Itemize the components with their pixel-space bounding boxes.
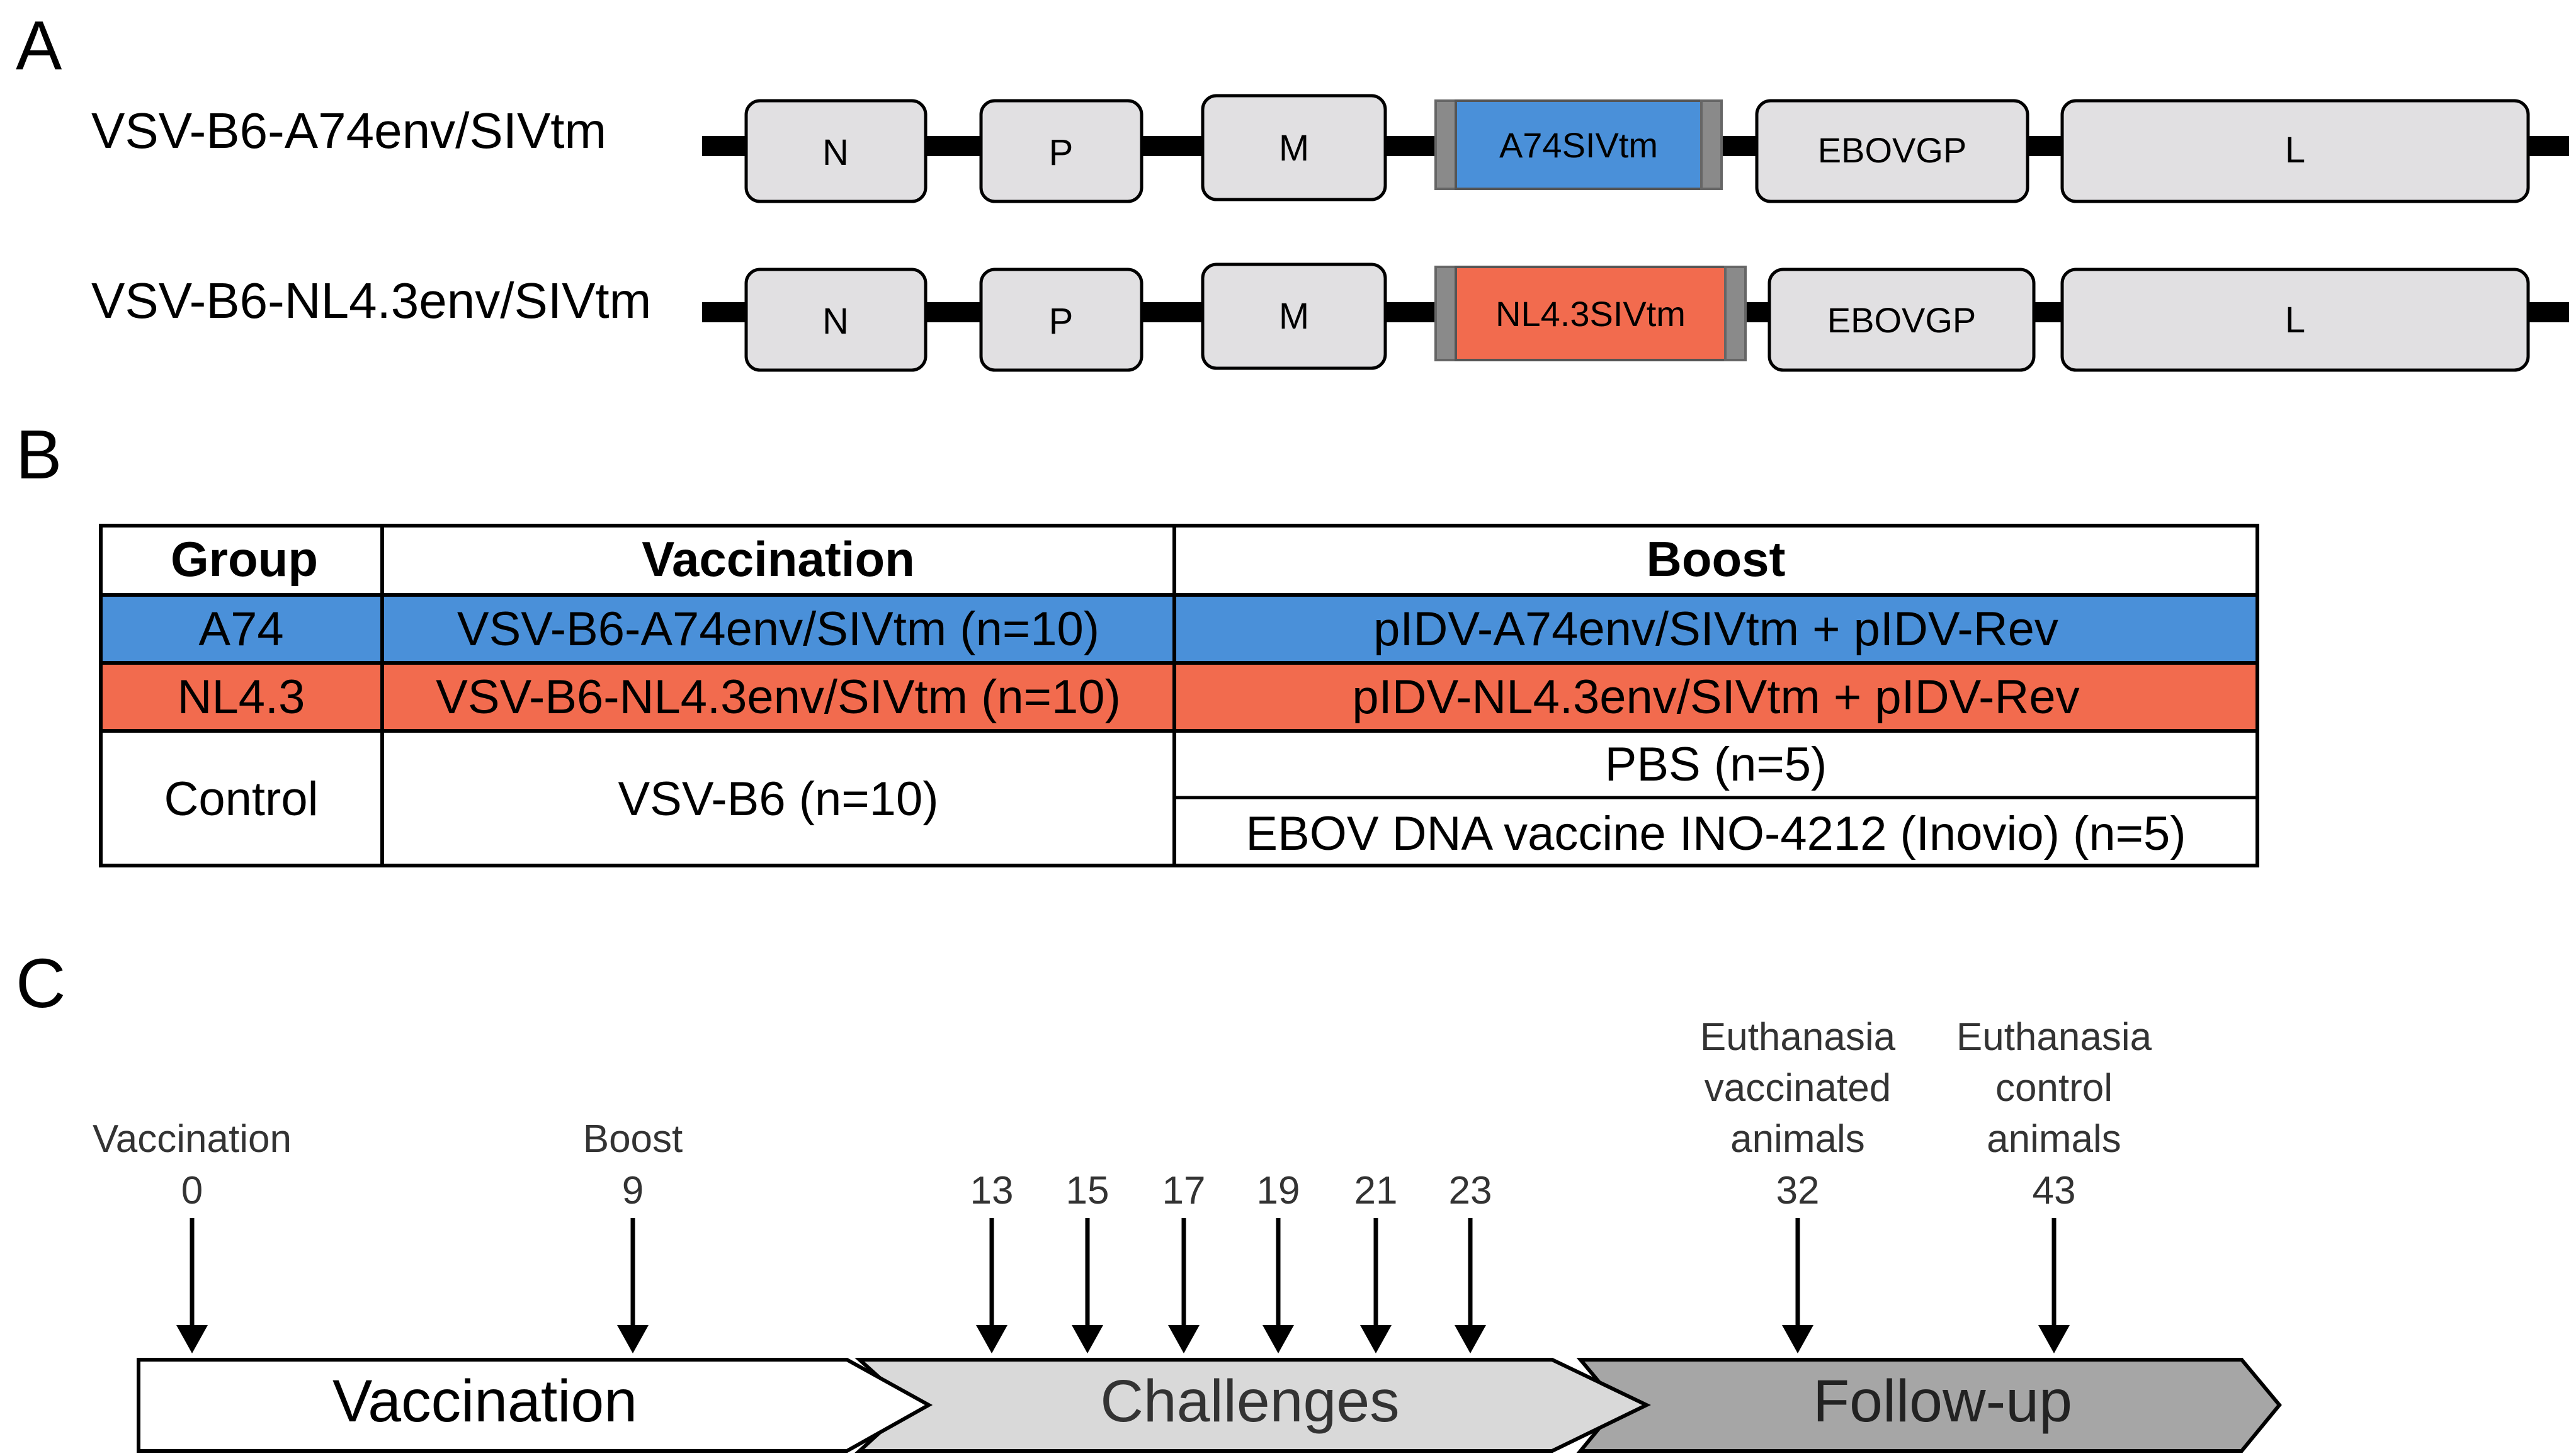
event-day: 0: [181, 1169, 203, 1212]
groups-table: Group Vaccination Boost A74 VSV-B6-A74en…: [99, 524, 2259, 867]
timeline-event-day-19: 19: [1257, 1169, 1300, 1353]
event-arrow-head: [617, 1325, 649, 1353]
gene-p-label: P: [1049, 301, 1074, 342]
event-arrow-head: [1782, 1325, 1813, 1353]
event-label-line-2: vaccinated: [1705, 1066, 1891, 1110]
gene-ebovgp-label: EBOVGP: [1818, 130, 1967, 170]
event-day: 17: [1162, 1169, 1206, 1212]
timeline-event-day-9: Boost 9: [583, 1117, 683, 1353]
timeline-event-day-13: 13: [970, 1169, 1014, 1353]
table-border: [99, 524, 2259, 867]
timeline-event-day-32: Euthanasia vaccinated animals 32: [1700, 1015, 1896, 1353]
gene-m-label: M: [1279, 128, 1309, 169]
gene-l-label: L: [2285, 130, 2305, 171]
event-arrow-head: [2038, 1325, 2070, 1353]
event-label: Vaccination: [93, 1117, 292, 1161]
timeline-events: Vaccination 0 Boost 9 13 15 17: [93, 1015, 2152, 1353]
event-arrow-head: [1360, 1325, 1392, 1353]
phase-challenges-label: Challenges: [1100, 1368, 1399, 1435]
table-cell-vaccination-control: VSV-B6 (n=10): [618, 772, 938, 826]
table-cell-group-a74: A74: [198, 602, 283, 656]
gene-n: [744, 99, 928, 203]
table-cell-group-nl43: NL4.3: [178, 670, 305, 724]
timeline-event-day-43: Euthanasia control animals 43: [1956, 1015, 2152, 1353]
event-day: 9: [622, 1169, 644, 1212]
gene-n-label: N: [822, 301, 849, 342]
timeline-event-day-15: 15: [1066, 1169, 1109, 1353]
phase-vaccination-label: Vaccination: [332, 1368, 637, 1435]
gene-p: [979, 99, 1143, 203]
table-cell-boost-control-ebov: EBOV DNA vaccine INO-4212 (Inovio) (n=5): [1245, 807, 2186, 861]
table-cell-vaccination-a74: VSV-B6-A74env/SIVtm (n=10): [457, 602, 1099, 656]
event-label-line-3: animals: [1730, 1117, 1865, 1161]
gene-ebovgp: [1755, 99, 2029, 203]
table-header-boost: Boost: [1647, 531, 1786, 587]
gene-l: [2060, 99, 2530, 203]
table-cell-group-control: Control: [164, 772, 319, 826]
construct-nl43-name: VSV-B6-NL4.3env/SIVtm: [91, 273, 651, 329]
event-day: 13: [970, 1169, 1014, 1212]
event-day: 15: [1066, 1169, 1109, 1212]
insert-a74-cap-right: [1700, 99, 1723, 190]
insert-nl43-label: NL4.3SIVtm: [1495, 294, 1686, 334]
gene-n-label: N: [822, 132, 849, 173]
event-label: Boost: [583, 1117, 683, 1161]
gene-n: [744, 268, 928, 372]
insert-a74: [1455, 99, 1703, 190]
panel-a-label: A: [16, 7, 62, 84]
gene-ebovgp: [1767, 268, 2036, 372]
phase-vaccination-arrow: [137, 1358, 933, 1453]
timeline-event-day-21: 21: [1354, 1169, 1398, 1353]
event-day: 21: [1354, 1169, 1398, 1212]
insert-a74-cap-left: [1434, 99, 1457, 190]
gene-p: [979, 268, 1143, 372]
table-cell-vaccination-nl43: VSV-B6-NL4.3env/SIVtm (n=10): [436, 670, 1121, 724]
panel-b-label: B: [16, 416, 62, 494]
event-day: 43: [2033, 1169, 2076, 1212]
insert-nl43-cap-left: [1434, 266, 1457, 361]
event-label-line-3: animals: [1987, 1117, 2121, 1161]
event-day: 19: [1257, 1169, 1300, 1212]
event-arrow-head: [976, 1325, 1007, 1353]
construct-nl43: VSV-B6-NL4.3env/SIVtm N P M NL4.3SIVtm E…: [91, 262, 2569, 372]
table-header-vaccination: Vaccination: [642, 531, 915, 587]
gene-l-label: L: [2285, 300, 2305, 341]
construct-a74: VSV-B6-A74env/SIVtm N P M A74SIVtm EBOVG…: [91, 94, 2569, 203]
event-label-line-1: Euthanasia: [1700, 1015, 1896, 1059]
event-arrow-head: [1262, 1325, 1294, 1353]
event-arrow-head: [1072, 1325, 1103, 1353]
insert-nl43-cap-right: [1724, 266, 1747, 361]
construct-a74-name: VSV-B6-A74env/SIVtm: [91, 103, 606, 159]
event-day: 23: [1449, 1169, 1492, 1212]
event-arrow-head: [1455, 1325, 1486, 1353]
insert-a74-label: A74SIVtm: [1499, 125, 1658, 165]
event-label-line-1: Euthanasia: [1956, 1015, 2152, 1059]
gene-m: [1201, 262, 1387, 370]
gene-m: [1201, 94, 1387, 201]
event-label-line-2: control: [1995, 1066, 2113, 1110]
table-row-nl43-bg: [101, 663, 2257, 731]
timeline-event-day-23: 23: [1449, 1169, 1492, 1353]
gene-l: [2060, 268, 2530, 372]
table-header-group: Group: [171, 531, 318, 587]
event-day: 32: [1776, 1169, 1820, 1212]
gene-p-label: P: [1049, 132, 1074, 173]
phase-follow-up-label: Follow-up: [1813, 1368, 2072, 1435]
table-cell-boost-nl43: pIDV-NL4.3env/SIVtm + pIDV-Rev: [1352, 670, 2079, 724]
timeline-phases: Vaccination Challenges Follow-up: [137, 1358, 2282, 1453]
table-cell-boost-control-pbs: PBS (n=5): [1605, 738, 1827, 791]
timeline-event-day-17: 17: [1162, 1169, 1206, 1353]
gene-ebovgp-label: EBOVGP: [1827, 300, 1977, 340]
timeline-event-day-0: Vaccination 0: [93, 1117, 292, 1353]
panel-c-label: C: [16, 945, 65, 1022]
event-arrow-head: [1168, 1325, 1200, 1353]
table-cell-boost-a74: pIDV-A74env/SIVtm + pIDV-Rev: [1373, 602, 2058, 656]
event-arrow-head: [176, 1325, 208, 1353]
table-row-a74-bg: [101, 595, 2257, 663]
gene-m-label: M: [1279, 296, 1309, 337]
